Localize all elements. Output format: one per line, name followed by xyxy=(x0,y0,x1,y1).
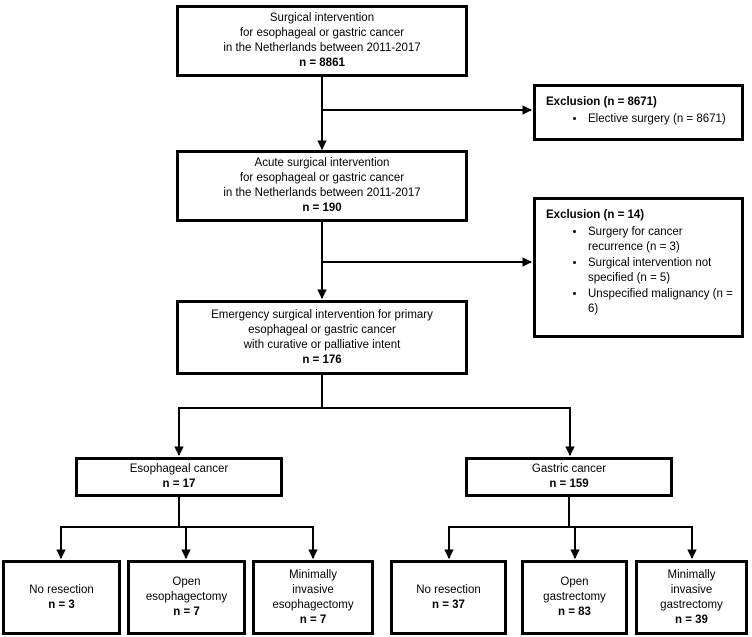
box-n-value: n = 17 xyxy=(162,478,196,490)
box-n-value: n = 83 xyxy=(558,606,591,618)
box-n-value: n = 176 xyxy=(302,353,342,366)
box-text-line: Minimally xyxy=(289,568,337,581)
box-acute-surgical-intervention: Acute surgical intervention for esophage… xyxy=(176,150,468,222)
box-n-value: n = 3 xyxy=(48,598,75,611)
exclusion-title: Exclusion (n = 8671) xyxy=(546,96,657,108)
box-text-line: gastrectomy xyxy=(660,598,723,611)
box-text-line: with curative or palliative intent xyxy=(243,338,401,351)
box-text-line: for esophageal or gastric cancer xyxy=(239,27,405,39)
box-surgical-intervention: Surgical intervention for esophageal or … xyxy=(176,5,468,77)
box-n-value: n = 7 xyxy=(299,613,327,626)
exclusion-bullet-list: Elective surgery (n = 8671) xyxy=(546,112,735,128)
box-n-value: n = 159 xyxy=(549,478,589,490)
exclusion-bullet: Surgery for cancer recurrence (n = 3) xyxy=(586,225,735,256)
exclusion-bullet-list: Surgery for cancer recurrence (n = 3) Su… xyxy=(546,225,735,318)
exclusion-bullet: Elective surgery (n = 8671) xyxy=(586,112,735,128)
box-exclusion-other: Exclusion (n = 14) Surgery for cancer re… xyxy=(533,197,744,338)
box-open-esophagectomy: Open esophagectomy n = 7 xyxy=(127,560,246,635)
box-text-line: Minimally xyxy=(667,568,716,581)
box-text-line: esophageal or gastric cancer xyxy=(248,323,396,336)
box-text-line: Emergency surgical intervention for prim… xyxy=(211,308,433,321)
box-eso-no-resection: No resection n = 3 xyxy=(2,560,121,635)
box-text-line: esophagectomy xyxy=(272,598,354,611)
box-n-value: n = 7 xyxy=(173,606,200,618)
box-text-line: Acute surgical intervention xyxy=(254,157,390,169)
box-text-line: in the Netherlands between 2011-2017 xyxy=(223,187,421,199)
box-text-line: Surgical intervention xyxy=(269,12,375,24)
box-text-line: invasive xyxy=(670,583,713,596)
box-n-value: n = 37 xyxy=(432,598,465,611)
box-text-line: No resection xyxy=(29,583,94,596)
box-text-line: No resection xyxy=(416,583,481,596)
box-minimally-invasive-gastrectomy: Minimally invasive gastrectomy n = 39 xyxy=(635,560,748,635)
box-exclusion-elective: Exclusion (n = 8671) Elective surgery (n… xyxy=(533,84,744,141)
box-text-line: esophagectomy xyxy=(145,591,228,603)
box-text-line: Gastric cancer xyxy=(531,463,607,475)
box-text-line: for esophageal or gastric cancer xyxy=(239,172,405,184)
box-n-value: n = 8861 xyxy=(299,57,345,69)
box-text-line: in the Netherlands between 2011-2017 xyxy=(223,42,421,54)
exclusion-bullet: Surgical intervention not specified (n =… xyxy=(586,256,735,287)
box-text-line: invasive xyxy=(292,583,334,596)
box-n-value: n = 39 xyxy=(675,613,708,626)
box-gas-no-resection: No resection n = 37 xyxy=(390,560,507,635)
box-emergency-surgical-intervention: Emergency surgical intervention for prim… xyxy=(176,300,468,375)
box-esophageal-cancer: Esophageal cancer n = 17 xyxy=(75,457,283,497)
box-gastric-cancer: Gastric cancer n = 159 xyxy=(465,457,673,497)
exclusion-bullet: Unspecified malignancy (n = 6) xyxy=(586,287,735,318)
exclusion-title: Exclusion (n = 14) xyxy=(546,209,645,221)
box-text-line: Open xyxy=(172,576,201,588)
box-text-line: gastrectomy xyxy=(543,591,606,603)
box-n-value: n = 190 xyxy=(302,202,342,214)
box-open-gastrectomy: Open gastrectomy n = 83 xyxy=(521,560,628,635)
box-text-line: Esophageal cancer xyxy=(129,463,229,475)
box-minimally-invasive-esophagectomy: Minimally invasive esophagectomy n = 7 xyxy=(252,560,374,635)
box-text-line: Open xyxy=(560,576,589,588)
